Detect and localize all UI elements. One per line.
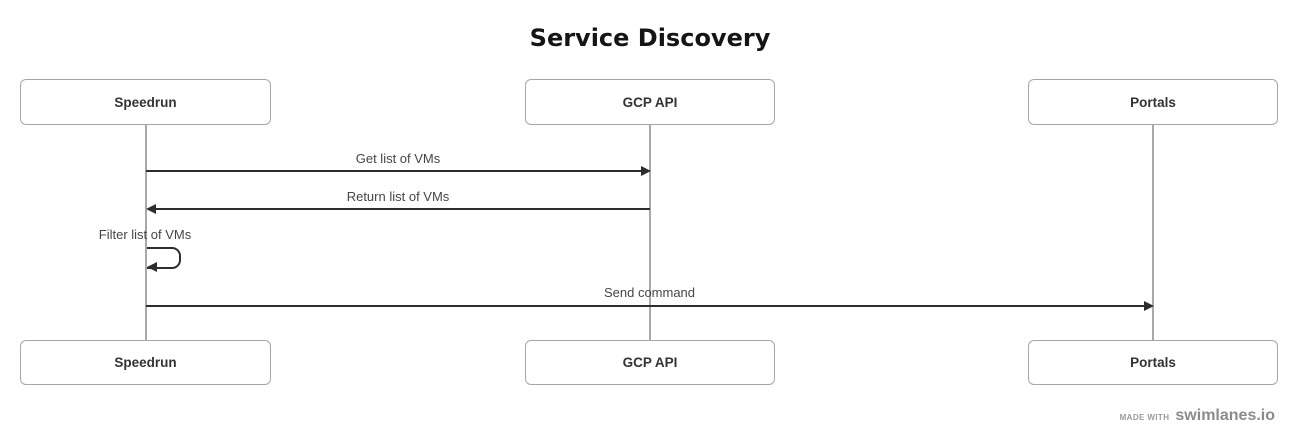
message-arrow-get-list bbox=[146, 170, 641, 172]
lifeline-speedrun bbox=[145, 125, 147, 340]
actor-label-portals: Portals bbox=[1130, 355, 1176, 370]
actor-box-gcp-api-bottom: GCP API bbox=[525, 340, 775, 385]
actor-box-gcp-api-top: GCP API bbox=[525, 79, 775, 125]
page-title: Service Discovery bbox=[529, 24, 771, 52]
message-label-send-command: Send command bbox=[603, 285, 696, 300]
actor-box-speedrun-bottom: Speedrun bbox=[20, 340, 271, 385]
self-message-loop bbox=[147, 247, 181, 269]
actor-label-speedrun: Speedrun bbox=[114, 94, 177, 110]
actor-box-portals-top: Portals bbox=[1028, 79, 1278, 125]
message-label-return-list: Return list of VMs bbox=[346, 189, 450, 204]
actor-label-speedrun: Speedrun bbox=[114, 355, 177, 370]
made-with-label: MADE WITH bbox=[1119, 413, 1170, 422]
arrowhead-right-icon bbox=[1144, 301, 1154, 311]
arrowhead-left-icon bbox=[146, 204, 156, 214]
lifeline-gcp-api bbox=[649, 125, 651, 340]
actor-label-gcp-api: GCP API bbox=[622, 355, 678, 370]
arrowhead-right-icon bbox=[641, 166, 651, 176]
lifeline-portals bbox=[1152, 125, 1154, 340]
message-arrow-send-command bbox=[146, 305, 1144, 307]
actor-label-portals: Portals bbox=[1130, 94, 1176, 110]
swimlanes-brand-link[interactable]: swimlanes.io bbox=[1175, 407, 1275, 424]
message-label-get-list: Get list of VMs bbox=[355, 151, 441, 166]
message-arrow-return-list bbox=[156, 208, 650, 210]
arrowhead-left-icon bbox=[147, 262, 157, 272]
actor-box-speedrun-top: Speedrun bbox=[20, 79, 271, 125]
actor-box-portals-bottom: Portals bbox=[1028, 340, 1278, 385]
message-label-filter-list: Filter list of VMs bbox=[98, 227, 192, 242]
actor-label-gcp-api: GCP API bbox=[622, 94, 678, 110]
footer: MADE WITH swimlanes.io bbox=[1120, 407, 1275, 425]
